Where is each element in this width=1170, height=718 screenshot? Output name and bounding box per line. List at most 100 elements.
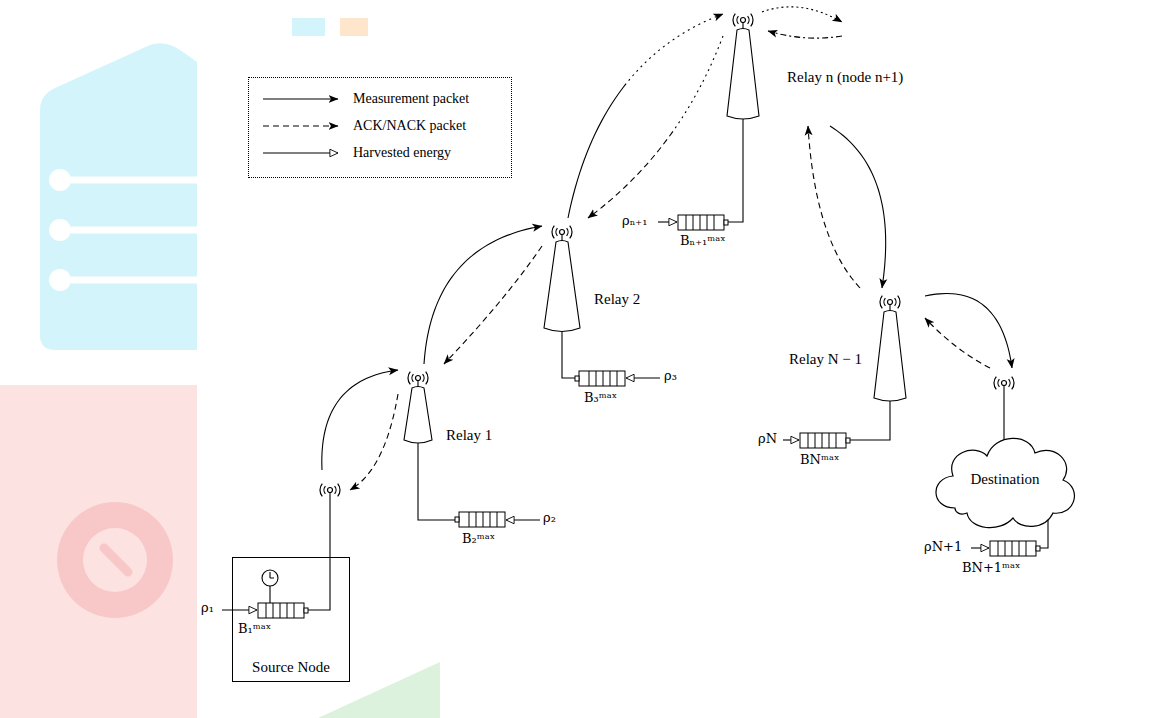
energy-arrow [658, 221, 677, 222]
legend-sample [261, 146, 341, 160]
watermark-shape [49, 269, 71, 291]
clock-hands [270, 572, 274, 578]
energy-rate: ρ₂ [543, 510, 556, 526]
watermark-shape [57, 502, 173, 618]
node-label: Source Node [252, 658, 330, 676]
energy-buffer [990, 541, 1040, 556]
watermark-shape [40, 43, 197, 350]
ack-arrow [588, 36, 723, 218]
wire [305, 493, 330, 610]
energy-rate: ρN [758, 431, 777, 447]
antenna-symbol [733, 14, 753, 27]
relay-tower [874, 311, 906, 402]
buffer-capacity: B₃ᵐᵃˣ [584, 390, 617, 406]
cloud-shape [936, 438, 1074, 527]
node-label: Relay 2 [594, 290, 640, 308]
label-anchor: ρ₁ [201, 600, 214, 616]
buffer-capacity: B₂ᵐᵃˣ [462, 531, 495, 547]
antenna-symbol [320, 484, 340, 497]
buffer-capacity: Bₙ₊₁ᵐᵃˣ [680, 233, 726, 249]
energy-arrow [971, 547, 989, 548]
measurement-arrow [568, 14, 723, 218]
label-anchor: BN+1ᵐᵃˣ [962, 560, 1021, 576]
energy-arrows [222, 222, 989, 610]
energy-rate: ρₙ₊₁ [622, 213, 647, 229]
legend-box: Measurement packetACK/NACK packetHarvest… [248, 77, 512, 178]
node-label: Relay 1 [446, 426, 492, 444]
hop-arrow [768, 31, 842, 38]
relay-node: Relay 2 [542, 218, 677, 340]
watermark-shape [0, 385, 197, 718]
wire [562, 332, 575, 378]
ack-arrow [444, 246, 542, 364]
ack-arrow [350, 394, 398, 490]
legend-line [263, 125, 338, 126]
ack-arrow [808, 126, 860, 288]
energy-buffer [575, 371, 625, 386]
energy-buffer [678, 215, 728, 230]
wire [850, 401, 890, 440]
energy-rate: ρ₃ [664, 368, 677, 384]
watermark-shape [49, 219, 71, 241]
label-anchor: ρ₃ [664, 368, 677, 384]
legend-text: ACK/NACK packet [353, 117, 466, 134]
legend-row: Harvested energy [261, 144, 451, 161]
source-node: Source Node [232, 470, 350, 682]
label-anchor: B₂ᵐᵃˣ [462, 531, 495, 547]
energy-rate: ρ₁ [201, 600, 214, 616]
ack-arrow [925, 318, 990, 368]
antenna-symbol [994, 377, 1014, 390]
watermark-shape [318, 662, 440, 718]
wire [418, 443, 455, 520]
energy-arrow [626, 377, 660, 378]
energy-buffer [800, 433, 850, 448]
watermark-shape [49, 169, 71, 191]
hop-arrow [762, 7, 842, 22]
antenna-symbol [880, 296, 900, 309]
energy-buffer [455, 512, 505, 527]
node-label: Relay N − 1 [789, 350, 862, 368]
destination-node: Destination [925, 368, 1085, 538]
label-anchor: B₃ᵐᵃˣ [584, 390, 617, 406]
energy-arrow [783, 439, 799, 440]
antenna-symbol [552, 226, 572, 239]
relay-tower [544, 241, 580, 332]
label-anchor: BNᵐᵃˣ [800, 452, 839, 468]
label-anchor: ρN+1 [924, 539, 962, 555]
watermark-shape [104, 548, 128, 572]
label-anchor: ρ₂ [543, 510, 556, 526]
legend-line [263, 152, 338, 153]
relay-tower [404, 387, 432, 444]
node-label: Destination [970, 470, 1039, 488]
energy-buffer [258, 603, 308, 618]
buffers [258, 215, 1040, 618]
node-label: Relay n (node n+1) [787, 68, 903, 86]
wire [1003, 386, 1004, 440]
relay-node: Relay n (node n+1) [723, 6, 938, 126]
label-anchor: B₁ᵐᵃˣ [238, 621, 271, 637]
antenna-symbol [408, 372, 428, 385]
clock-symbol [262, 570, 278, 586]
watermark-shape [83, 528, 147, 592]
legend-sample [261, 119, 341, 133]
clock [262, 570, 278, 586]
legend-row: ACK/NACK packet [261, 117, 466, 134]
measurement-arrow [830, 126, 886, 288]
legend-line [263, 98, 338, 99]
legend-sample [261, 92, 341, 106]
watermark-shape [340, 18, 368, 36]
measurement-arrow [424, 226, 542, 364]
wire [728, 119, 743, 222]
buffer-capacity: B₁ᵐᵃˣ [238, 621, 271, 637]
wire [269, 586, 270, 603]
more-hops [762, 7, 842, 38]
buffer-capacity: BNᵐᵃˣ [800, 452, 839, 468]
label-anchor: Bₙ₊₁ᵐᵃˣ [680, 233, 726, 249]
measurement-arrow [925, 294, 1012, 368]
legend-text: Measurement packet [353, 90, 469, 107]
watermark-shape [71, 180, 197, 280]
energy-rate: ρN+1 [924, 539, 962, 555]
